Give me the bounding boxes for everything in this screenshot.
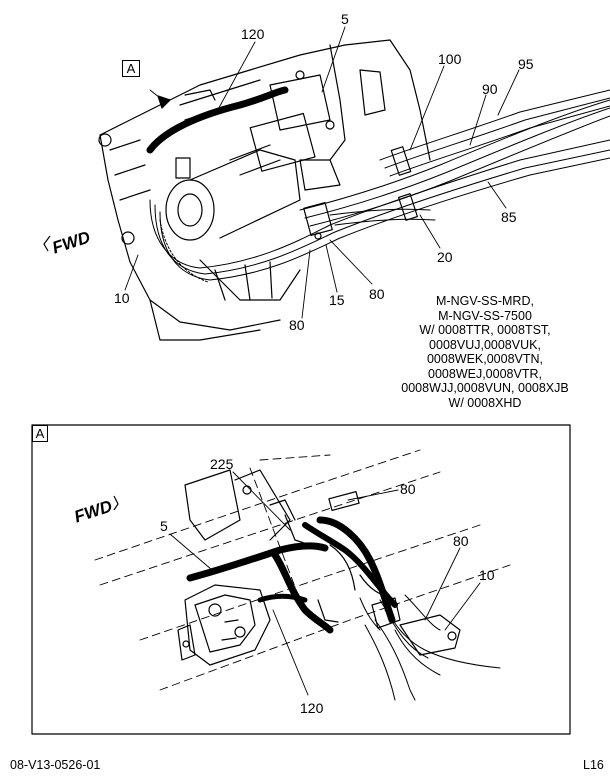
callout-85-upper: 85 [501, 209, 517, 225]
callout-80-detail-top: 80 [400, 481, 416, 497]
callout-100-upper: 100 [438, 51, 462, 67]
frame-rails-dashed [94, 449, 511, 691]
note-line: 0008WJJ,0008VUN, 0008XJB [401, 381, 569, 395]
document-number: 08-V13-0526-01 [10, 758, 101, 772]
callout-15-upper: 15 [329, 292, 345, 308]
fwd-arrow-icon [43, 235, 119, 511]
callout-80-detail-right: 80 [453, 533, 469, 549]
note-line: 0008WEK,0008VTN, [426, 352, 544, 366]
leader-lines-detail [169, 471, 481, 696]
clamp-10-detail [371, 597, 461, 656]
note-line: M-NGV-SS-MRD, [436, 294, 534, 308]
detail-view-label-a: A [32, 425, 48, 442]
callout-95-upper: 95 [518, 56, 534, 72]
note-line: W/ 0008XHD [448, 395, 522, 410]
clamps-upper [175, 146, 419, 240]
note-line: W/ 0008TTR, 0008TST, [419, 323, 551, 337]
callout-5-detail: 5 [160, 518, 168, 534]
starter-motor [165, 112, 316, 241]
disconnect-switch [177, 584, 271, 666]
callout-10-upper: 10 [114, 290, 130, 306]
thick-cables-detail [186, 516, 398, 634]
view-label-a: A [122, 60, 140, 77]
harness-detail [359, 594, 501, 701]
detail-frame [31, 424, 571, 735]
note-line: 0008VUJ,0008VUK, [429, 337, 541, 352]
callout-225-detail: 225 [210, 456, 234, 472]
callout-80-upper-left: 80 [289, 317, 305, 333]
note-line: 0008WEJ,0008VTR, [428, 366, 542, 381]
leader-lines-upper [124, 26, 520, 319]
callout-10-detail: 10 [479, 567, 495, 583]
note-line: M-NGV-SS-7500 [438, 308, 532, 323]
frame-bracket [184, 469, 291, 541]
callout-80-upper-right: 80 [369, 286, 385, 302]
harness-bundles [149, 89, 610, 283]
callout-20-upper: 20 [437, 249, 453, 265]
callout-90-upper: 90 [482, 81, 498, 97]
engine-block-outline [98, 39, 431, 341]
page-code: L16 [583, 758, 604, 772]
callout-120-detail: 120 [300, 700, 324, 716]
callout-5-upper: 5 [341, 11, 349, 27]
model-applicability-notes: M-NGV-SS-MRD, M-NGV-SS-7500 W/ 0008TTR, … [370, 294, 600, 410]
callout-120-upper: 120 [241, 26, 265, 42]
clips-detail [269, 490, 393, 623]
